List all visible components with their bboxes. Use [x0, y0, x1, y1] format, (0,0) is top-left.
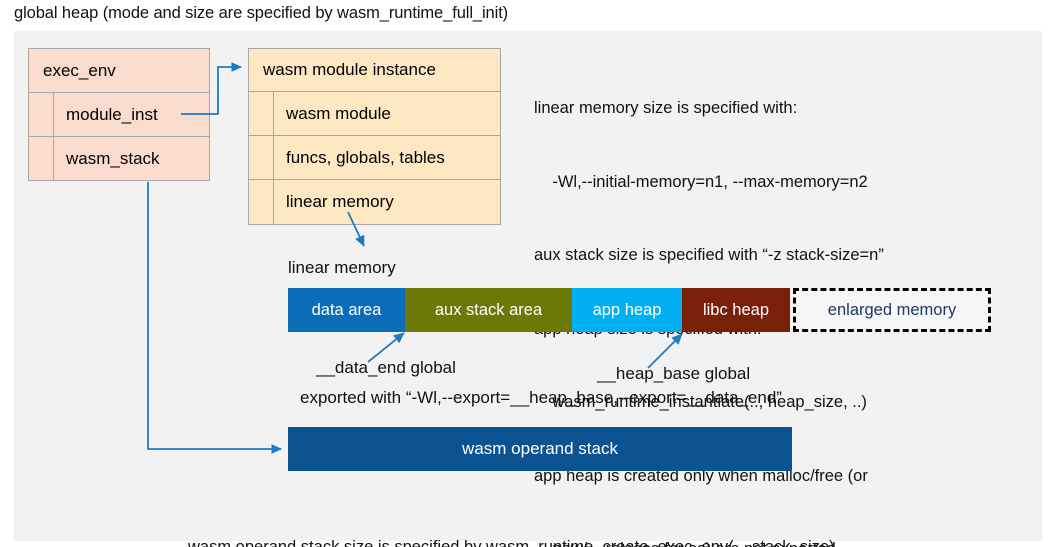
- exec-env-field-wasm-stack: wasm_stack: [29, 137, 209, 181]
- indent-cell: [249, 136, 274, 179]
- indent-cell: [249, 180, 274, 224]
- exec-env-box: exec_env module_inst wasm_stack: [28, 48, 210, 181]
- note-line: wasm operand stack size is specified by …: [188, 538, 835, 547]
- note-line: __new/__release for as) are not exported: [534, 537, 1024, 547]
- module-instance-field-label: funcs, globals, tables: [286, 147, 445, 167]
- linear-memory-bar: data area aux stack area app heap libc h…: [288, 288, 991, 332]
- module-instance-field-wasm-module: wasm module: [249, 92, 500, 136]
- wasm-operand-stack-bar: wasm operand stack: [288, 427, 792, 471]
- module-instance-field-label: linear memory: [286, 192, 394, 211]
- memory-segment-label: libc heap: [702, 300, 770, 319]
- note-line: wasm_runtime_instantiate(.., heap_size, …: [534, 393, 867, 411]
- exec-env-field-module-inst: module_inst: [29, 93, 209, 137]
- note-line: -Wl,--initial-memory=n1, --max-memory=n2: [534, 172, 868, 191]
- memory-segment-enlarged-memory: enlarged memory: [793, 288, 991, 332]
- module-instance-header: wasm module instance: [249, 49, 500, 92]
- exec-env-field-label: module_inst: [66, 104, 158, 124]
- wasm-module-instance-box: wasm module instance wasm module funcs, …: [248, 48, 501, 225]
- data-end-global-label: __data_end global: [316, 358, 456, 377]
- exec-env-header: exec_env: [29, 49, 209, 93]
- memory-segment-libc-heap: libc heap: [682, 288, 790, 332]
- module-instance-header-label: wasm module instance: [263, 60, 436, 79]
- exported-with-label: exported with “-Wl,--export=__heap_base,…: [300, 388, 782, 407]
- exec-env-header-label: exec_env: [43, 60, 116, 80]
- note-line: app heap is created only when malloc/fre…: [534, 466, 868, 485]
- module-instance-field-linear-memory: linear memory: [249, 180, 500, 224]
- linear-memory-label: linear memory: [288, 258, 396, 277]
- note-line: aux stack size is specified with “-z sta…: [534, 246, 884, 264]
- memory-segment-label: aux stack area: [434, 300, 543, 319]
- indent-cell: [29, 93, 54, 136]
- memory-segment-label: enlarged memory: [827, 300, 957, 319]
- module-instance-field-label: wasm module: [286, 103, 391, 123]
- operand-stack-note: wasm operand stack size is specified by …: [188, 482, 835, 547]
- exec-env-field-label: wasm_stack: [66, 149, 160, 168]
- indent-cell: [29, 137, 54, 181]
- memory-segment-label: app heap: [592, 300, 662, 319]
- memory-segment-data-area: data area: [288, 288, 405, 332]
- memory-segment-app-heap: app heap: [572, 288, 682, 332]
- wasm-operand-stack-label: wasm operand stack: [462, 439, 618, 458]
- indent-cell: [249, 92, 274, 135]
- linear-memory-notes: linear memory size is specified with: -W…: [534, 47, 1024, 547]
- note-line: linear memory size is specified with:: [534, 99, 798, 117]
- module-instance-field-funcs-globals-tables: funcs, globals, tables: [249, 136, 500, 180]
- page-title: global heap (mode and size are specified…: [14, 4, 509, 22]
- heap-base-global-label: __heap_base global: [597, 364, 751, 383]
- memory-segment-aux-stack-area: aux stack area: [405, 288, 572, 332]
- memory-segment-label: data area: [311, 300, 382, 319]
